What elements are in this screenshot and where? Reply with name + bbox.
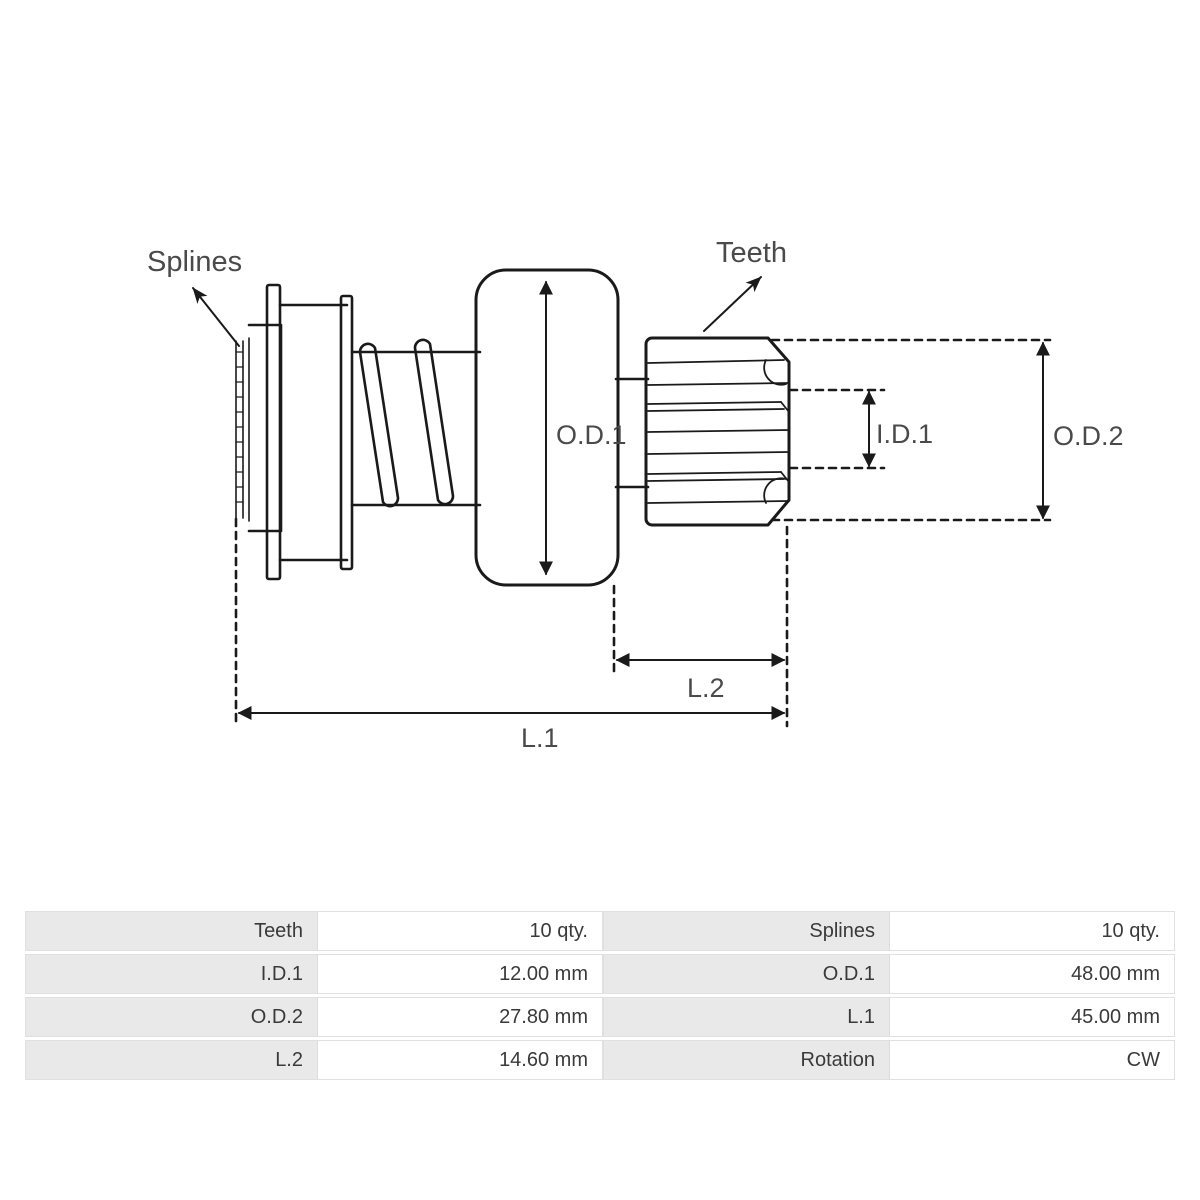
- table-row: I.D.1 12.00 mm O.D.1 48.00 mm: [25, 954, 1175, 994]
- pinion-neck-shaft: [614, 377, 650, 489]
- splines-callout-label: Splines: [147, 246, 242, 278]
- pinion-gear-outline: [644, 336, 791, 527]
- spec-value: 10 qty.: [889, 911, 1175, 951]
- l2-extension-lines: [612, 525, 789, 728]
- spline-hub-group: [235, 323, 283, 533]
- splines-callout-arrow: [192, 287, 240, 347]
- teeth-callout-label: Teeth: [716, 237, 787, 269]
- helical-ridge: [358, 342, 400, 508]
- helical-spline-shaft: [350, 338, 482, 508]
- spec-value: 27.80 mm: [317, 997, 603, 1037]
- pinion-tooth-chamfer: [763, 359, 790, 504]
- spec-table-body: Teeth 10 qty. Splines 10 qty. I.D.1 12.0…: [25, 911, 1175, 1080]
- spec-value: 45.00 mm: [889, 997, 1175, 1037]
- pinion-tooth-lines: [647, 359, 790, 504]
- specification-table: Teeth 10 qty. Splines 10 qty. I.D.1 12.0…: [25, 908, 1175, 1083]
- spec-label: O.D.2: [25, 997, 317, 1037]
- spec-label: I.D.1: [25, 954, 317, 994]
- spline-teeth-marks: [235, 337, 250, 522]
- spec-label: Splines: [603, 911, 889, 951]
- od2-dimension-label: O.D.2: [1053, 421, 1124, 451]
- id1-dimension-label: I.D.1: [876, 419, 933, 449]
- teeth-callout-arrow: [703, 276, 762, 332]
- spec-value: CW: [889, 1040, 1175, 1080]
- thrust-washer: [265, 283, 282, 581]
- l1-dimension-label: L.1: [521, 723, 559, 753]
- spec-value: 12.00 mm: [317, 954, 603, 994]
- spec-label: Teeth: [25, 911, 317, 951]
- drive-collar: [278, 303, 349, 562]
- spec-value: 48.00 mm: [889, 954, 1175, 994]
- pinion-gear: [644, 336, 791, 527]
- helical-ridge: [413, 338, 455, 506]
- spec-label: L.1: [603, 997, 889, 1037]
- od1-dimension-label: O.D.1: [556, 420, 627, 450]
- id1-extension-lines: [788, 388, 886, 470]
- clutch-barrel-body: [474, 268, 620, 587]
- l2-dimension-label: L.2: [687, 673, 725, 703]
- spec-label: O.D.1: [603, 954, 889, 994]
- od2-extension-lines: [770, 338, 1052, 522]
- spline-hub-body: [247, 323, 283, 533]
- spec-label: Rotation: [603, 1040, 889, 1080]
- table-row: L.2 14.60 mm Rotation CW: [25, 1040, 1175, 1080]
- retainer-ring: [339, 294, 354, 571]
- spec-label: L.2: [25, 1040, 317, 1080]
- spline-teeth-ticks: [235, 351, 244, 503]
- spec-value: 14.60 mm: [317, 1040, 603, 1080]
- technical-drawing: Splines Teeth O.D.1 I.D.1 O.D.2 L.2 L.1: [147, 237, 1124, 753]
- table-row: O.D.2 27.80 mm L.1 45.00 mm: [25, 997, 1175, 1037]
- spec-value: 10 qty.: [317, 911, 603, 951]
- table-row: Teeth 10 qty. Splines 10 qty.: [25, 911, 1175, 951]
